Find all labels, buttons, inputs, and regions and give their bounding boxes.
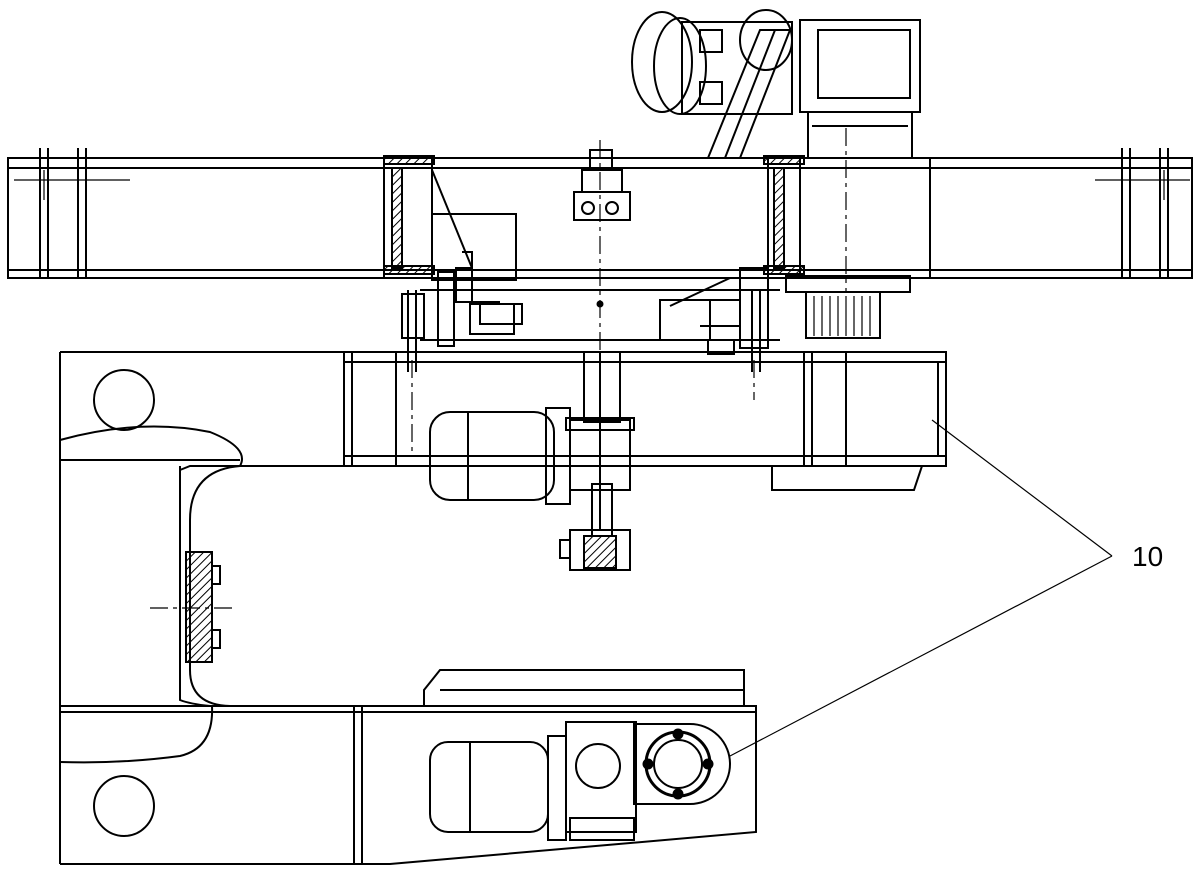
top-motor-assembly xyxy=(631,9,921,339)
right-end-posts xyxy=(1095,148,1190,278)
middle-motor xyxy=(429,351,635,571)
c-frame xyxy=(59,369,243,837)
lower-beam xyxy=(60,669,757,865)
left-end-posts xyxy=(14,148,130,278)
middle-beam xyxy=(59,351,947,864)
center-hook-top xyxy=(573,140,631,350)
gear-teeth xyxy=(813,296,871,336)
beam-internals xyxy=(401,169,780,372)
callout-label: 10 xyxy=(1132,541,1163,572)
callout-10: 10 xyxy=(729,419,1163,757)
